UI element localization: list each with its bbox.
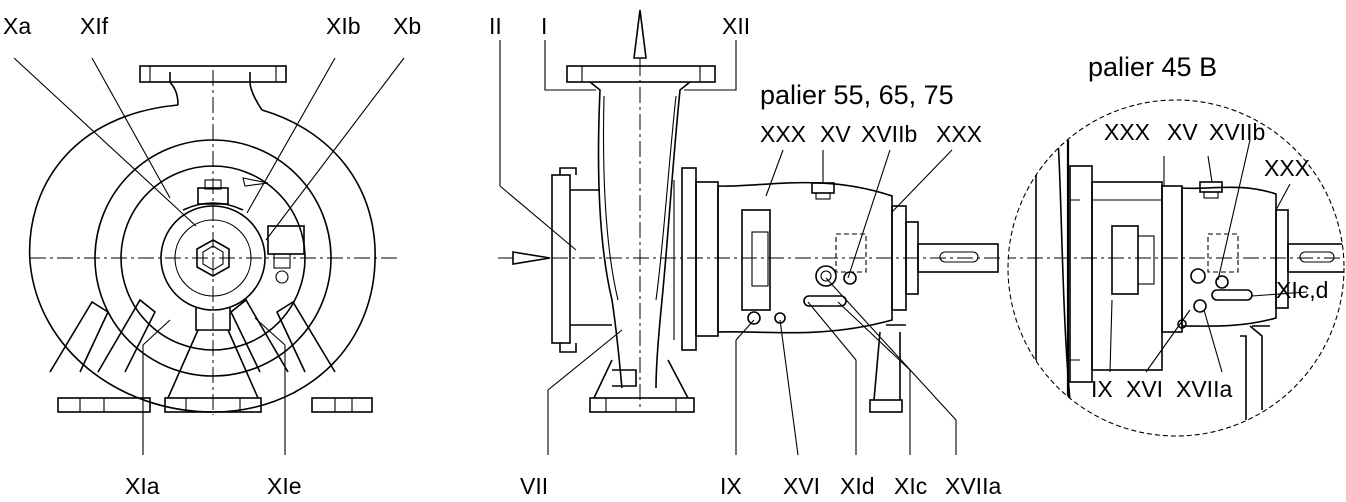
side-view (498, 9, 1000, 456)
label-xviib-detail: XVIIb (1209, 119, 1265, 145)
label-xicd-detail: XIc,d (1276, 277, 1328, 303)
label-xif: XIf (80, 13, 109, 39)
label-xviia-detail: XVIIa (1176, 376, 1232, 402)
label-xic: XIc (894, 473, 927, 499)
label-xid: XId (840, 473, 875, 499)
label-xxx-side-1: XXX (760, 121, 806, 147)
header-palier-55-65-75: palier 55, 65, 75 (760, 80, 954, 110)
label-xib: XIb (326, 13, 361, 39)
label-xb: Xb (393, 13, 421, 39)
label-xxx-detail-2: XXX (1264, 155, 1310, 181)
header-palier-45b: palier 45 B (1088, 52, 1217, 82)
label-xv-side: XV (820, 121, 851, 147)
label-ii: II (489, 13, 502, 39)
label-vii: VII (520, 473, 548, 499)
label-xxx-side-2: XXX (936, 121, 982, 147)
label-xie: XIe (267, 473, 302, 499)
label-xvi-side: XVI (783, 473, 820, 499)
label-xvi-detail: XVI (1126, 376, 1163, 402)
label-xviib-side: XVIIb (861, 121, 917, 147)
label-ix-detail: IX (1091, 376, 1113, 402)
label-xii: XII (722, 13, 750, 39)
detail-view-palier-45b (1007, 99, 1345, 437)
label-ix-side: IX (720, 473, 742, 499)
label-i: I (541, 13, 547, 39)
label-xa: Xa (3, 13, 31, 39)
label-xv-detail: XV (1167, 119, 1198, 145)
label-xviia-side: XVIIa (945, 473, 1001, 499)
label-xia: XIa (125, 473, 160, 499)
label-xxx-detail-1: XXX (1104, 119, 1150, 145)
front-view (13, 57, 405, 455)
